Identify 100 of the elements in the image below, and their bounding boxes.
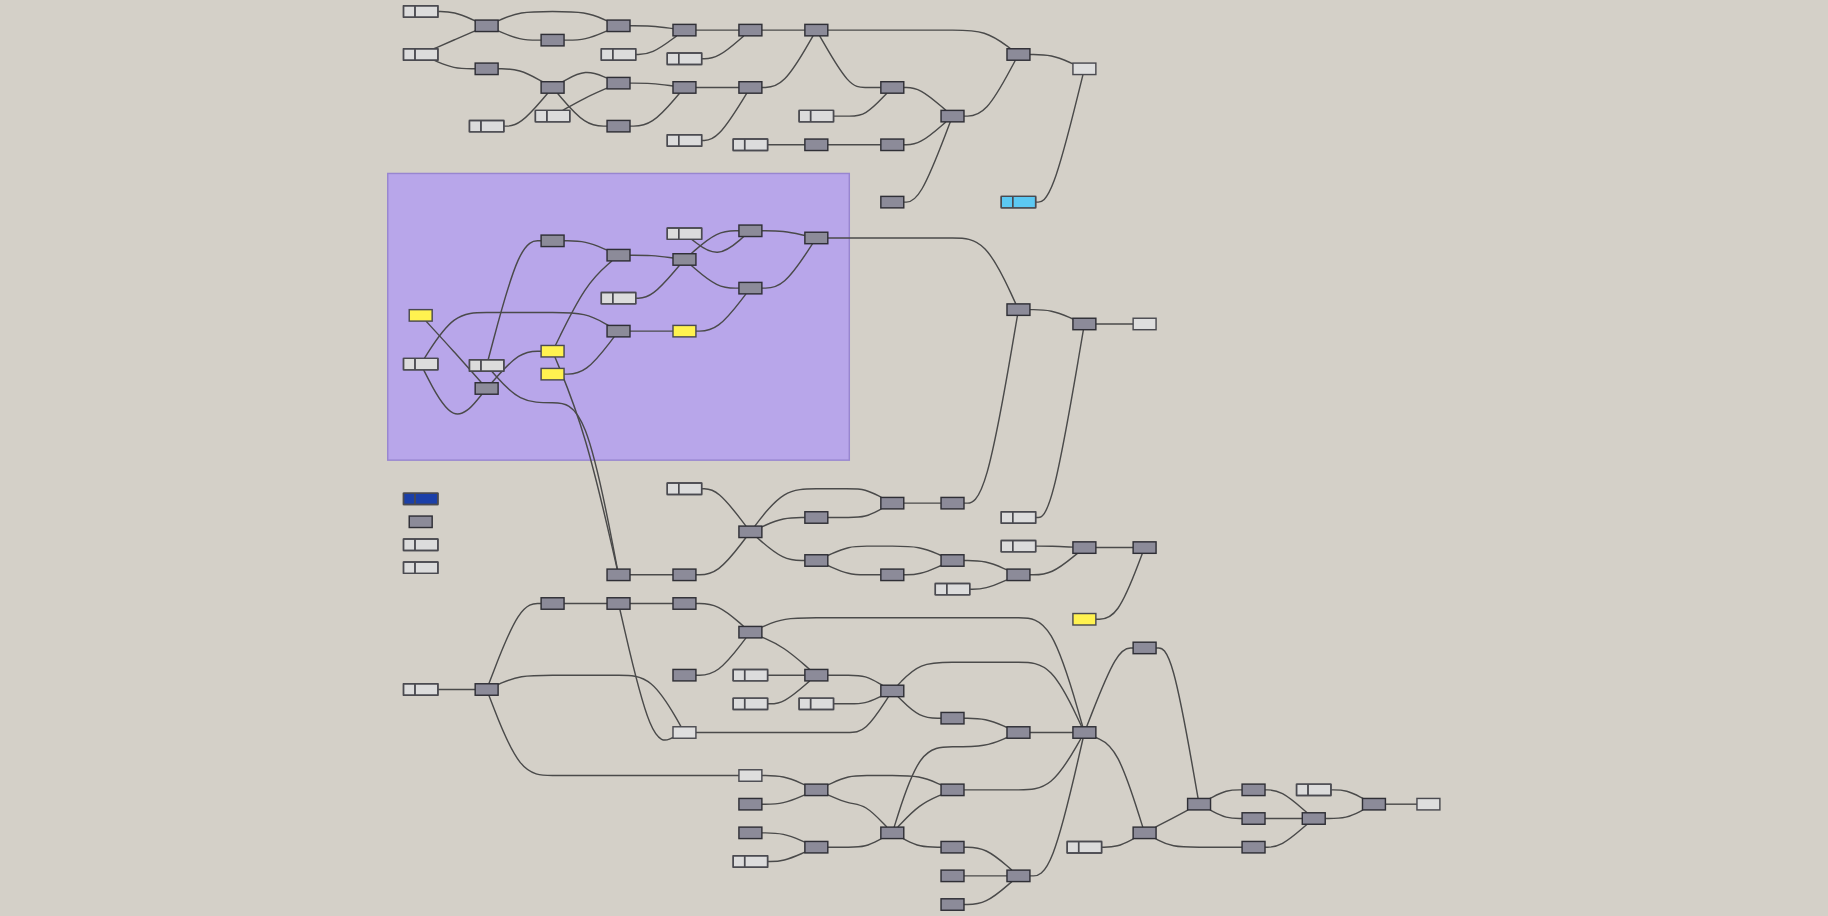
connector [902, 837, 942, 848]
connector [437, 10, 477, 22]
connector [903, 86, 947, 112]
connector [701, 488, 747, 527]
node-box [1006, 568, 1031, 582]
connector [761, 516, 806, 528]
node-box [738, 224, 763, 238]
node-box [804, 783, 829, 797]
connector [690, 264, 740, 289]
connector [691, 235, 745, 253]
connector [761, 794, 806, 805]
connector [1029, 552, 1079, 576]
node-box [1006, 48, 1031, 61]
node-box [1072, 612, 1097, 626]
node-box [606, 76, 631, 90]
connector [767, 680, 811, 705]
node-box [738, 525, 763, 539]
connector [761, 35, 814, 89]
connector [1209, 789, 1243, 800]
connector [437, 688, 477, 691]
connector [761, 29, 806, 31]
connector [963, 559, 1008, 571]
connector [761, 617, 1084, 728]
node-box [1072, 541, 1097, 555]
connector [827, 774, 942, 786]
connector [963, 880, 1013, 906]
connector [1154, 837, 1243, 848]
connector [554, 260, 613, 347]
node-box [540, 344, 565, 358]
connector [629, 602, 674, 605]
connector [893, 736, 1008, 828]
connector [488, 694, 740, 777]
node-box [540, 597, 565, 610]
node-box [1132, 541, 1157, 555]
connector [701, 35, 745, 60]
node-box [880, 138, 905, 152]
connector [635, 264, 681, 299]
connector [1101, 837, 1135, 848]
connector [754, 488, 883, 527]
node-box [474, 19, 499, 33]
node-box [606, 324, 631, 338]
connector [969, 579, 1008, 590]
connector [1095, 323, 1135, 325]
node-box [672, 668, 697, 682]
node-box [940, 869, 965, 883]
connector [433, 59, 477, 70]
node-box [474, 683, 499, 696]
node-box [804, 511, 829, 524]
connector [1264, 789, 1309, 814]
node-box [474, 382, 499, 395]
connector [488, 602, 542, 685]
node-box [880, 826, 905, 840]
connector [827, 674, 884, 686]
node-box [940, 109, 965, 123]
node-box [880, 568, 905, 582]
node-box [672, 81, 697, 94]
node-box [1361, 797, 1387, 811]
connector [761, 243, 814, 289]
connector [761, 636, 811, 671]
node-box [738, 281, 763, 295]
connector [497, 10, 608, 22]
connector [629, 330, 674, 332]
node-box [804, 668, 829, 682]
node-box [738, 797, 763, 811]
node-box [1072, 726, 1097, 739]
connector [690, 230, 740, 255]
connector [695, 293, 747, 332]
connector [562, 71, 608, 83]
node-box [1241, 812, 1266, 825]
node-box [738, 826, 763, 840]
connector [903, 502, 942, 504]
connector [1384, 803, 1418, 805]
connector [827, 564, 882, 576]
connector [1264, 823, 1309, 848]
connector [1095, 552, 1144, 620]
node-box [1241, 783, 1266, 797]
connector [963, 737, 1082, 791]
connector [767, 674, 806, 676]
node-box [940, 783, 965, 797]
node-box [408, 515, 434, 529]
node-box [804, 23, 829, 37]
node-box [672, 597, 697, 610]
node-box [606, 248, 631, 262]
connector [833, 92, 888, 117]
connector [897, 661, 1083, 728]
connector [761, 832, 806, 843]
node-box [738, 23, 763, 37]
connector [827, 794, 888, 828]
connector [1095, 546, 1135, 549]
connector [897, 794, 942, 828]
connector [833, 695, 882, 705]
node-box [1132, 317, 1157, 331]
connector [695, 29, 740, 31]
connector [487, 240, 542, 361]
connector [701, 92, 748, 142]
node-box [1187, 797, 1212, 811]
connector [1035, 329, 1085, 519]
node-box [606, 597, 631, 610]
node-box [940, 840, 965, 854]
connector [827, 837, 883, 848]
